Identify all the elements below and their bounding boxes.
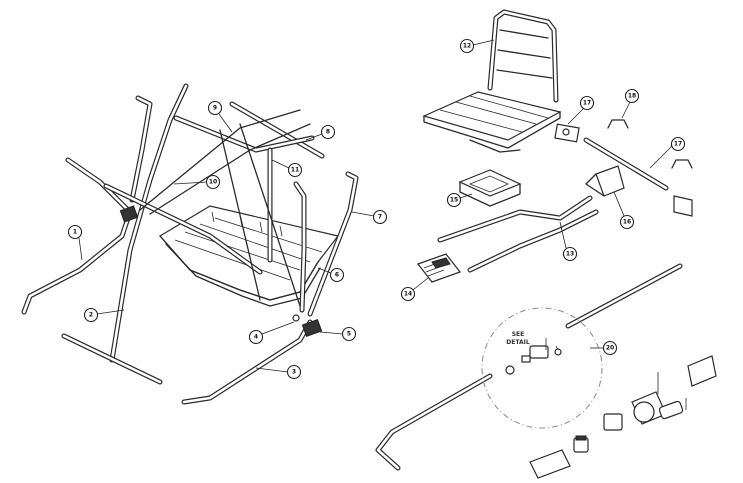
callout-20: 20 (590, 340, 618, 356)
svg-text:17: 17 (674, 141, 682, 148)
callouts: 1 2 3 4 5 6 7 8 (67, 38, 686, 380)
svg-text:5: 5 (347, 331, 351, 338)
svg-text:3: 3 (292, 369, 296, 376)
detail-view: SEE DETAIL (481, 307, 603, 429)
callout-17-upper: 17 (567, 95, 595, 125)
svg-text:11: 11 (291, 167, 299, 174)
callout-17-right: 17 (649, 136, 686, 169)
clamp-bracket-part (554, 123, 580, 143)
svg-text:2: 2 (89, 312, 93, 319)
frame-part-1 (21, 157, 131, 315)
callout-3: 3 (255, 364, 302, 380)
svg-text:18: 18 (628, 93, 636, 100)
callout-7: 7 (351, 209, 388, 225)
svg-text:20: 20 (606, 345, 614, 352)
frame-part-7 (293, 171, 359, 317)
callout-14: 14 (400, 277, 429, 302)
callout-16: 16 (613, 191, 635, 230)
svg-text:17: 17 (583, 100, 591, 107)
callout-5: 5 (319, 326, 357, 342)
callout-13: 13 (559, 221, 578, 262)
callout-6: 6 (317, 267, 345, 283)
frame-assembly (21, 83, 359, 405)
long-handle-tube (375, 263, 683, 471)
callout-11: 11 (271, 159, 303, 178)
callout-4: 4 (248, 321, 295, 345)
callout-18: 18 (621, 88, 640, 119)
frame-cross-bars (103, 101, 325, 307)
svg-text:12: 12 (463, 43, 471, 50)
svg-text:13: 13 (566, 251, 574, 258)
u-clamp-part-18 (607, 119, 693, 169)
svg-text:15: 15 (450, 197, 458, 204)
control-box-part-15 (458, 169, 522, 207)
callout-2: 2 (83, 307, 125, 323)
svg-text:1: 1 (73, 229, 77, 236)
callout-12: 12 (459, 38, 495, 54)
svg-text:8: 8 (326, 129, 330, 136)
axle-rod-part-17 (583, 137, 693, 217)
end-cap-part-14 (417, 253, 461, 283)
callout-10: 10 (173, 174, 221, 190)
hinge-bracket-right (292, 314, 323, 338)
svg-text:14: 14 (404, 291, 412, 298)
callout-9: 9 (207, 100, 233, 133)
bracket-part-16 (585, 165, 625, 197)
handle-bar-part-13 (437, 195, 599, 273)
detail-note-line2: DETAIL (506, 339, 530, 346)
detail-note-line1: SEE (512, 331, 525, 338)
callout-8: 8 (305, 124, 336, 141)
frame-part-3 (61, 319, 313, 405)
hinge-bracket-left (119, 205, 139, 223)
frame-part-2 (109, 83, 189, 363)
svg-text:7: 7 (378, 214, 382, 221)
seat-assembly (422, 9, 562, 153)
svg-text:6: 6 (335, 272, 339, 279)
fitting-parts (529, 355, 717, 479)
svg-text:9: 9 (213, 105, 217, 112)
svg-text:10: 10 (209, 179, 217, 186)
svg-text:16: 16 (623, 219, 631, 226)
svg-text:4: 4 (254, 334, 258, 341)
callout-1: 1 (67, 224, 83, 261)
callout-15: 15 (446, 192, 473, 208)
